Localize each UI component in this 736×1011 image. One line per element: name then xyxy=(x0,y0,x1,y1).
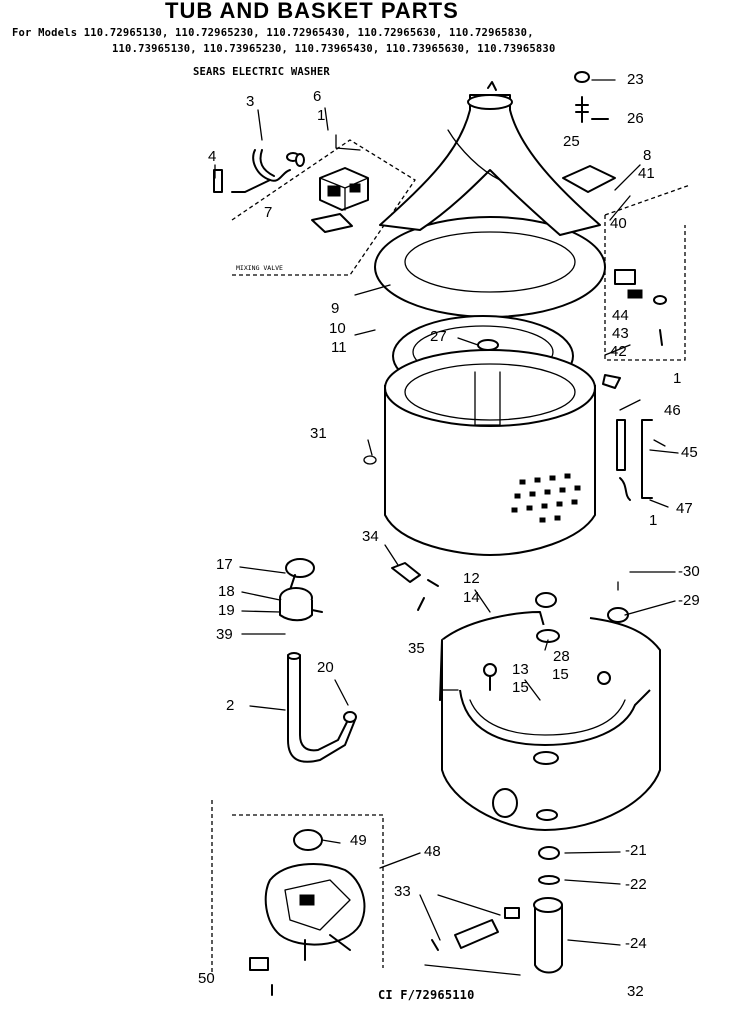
callout-15b: 15 xyxy=(552,666,569,683)
callout-32: 32 xyxy=(627,983,644,1000)
callout-40: 40 xyxy=(610,215,627,232)
callout-33: 33 xyxy=(394,883,411,900)
callout-22: -22 xyxy=(625,876,647,893)
callout-25: 25 xyxy=(563,133,580,150)
callout-1b: 1 xyxy=(673,370,682,387)
washer-basket xyxy=(439,581,661,831)
callout-2: 2 xyxy=(226,697,235,714)
callout-10: 10 xyxy=(329,320,346,337)
tub-cover xyxy=(374,81,606,318)
callout-42: 42 xyxy=(610,343,627,360)
callout-29: -29 xyxy=(678,592,700,609)
callout-46: 46 xyxy=(664,402,681,419)
motor-transmission-group xyxy=(211,800,384,996)
callout-15a: 15 xyxy=(512,679,529,696)
callout-35: 35 xyxy=(408,640,425,657)
callout-45: 45 xyxy=(681,444,698,461)
leader-lines xyxy=(214,79,679,976)
callout-20: 20 xyxy=(317,659,334,676)
outer-tub xyxy=(363,315,596,556)
callout-3: 3 xyxy=(246,93,255,110)
callout-19: 19 xyxy=(218,602,235,619)
callout-49: 49 xyxy=(350,832,367,849)
callout-26: 26 xyxy=(627,110,644,127)
callout-8: 8 xyxy=(643,147,652,164)
models-line-2: 110.73965130, 110.73965230, 110.73965430… xyxy=(112,43,556,55)
callout-14: 14 xyxy=(463,589,480,606)
callout-48: 48 xyxy=(424,843,441,860)
callout-6: 6 xyxy=(313,88,322,105)
callout-13: 13 xyxy=(512,661,529,678)
diagram-subtitle: SEARS ELECTRIC WASHER xyxy=(193,66,330,78)
callout-30: -30 xyxy=(678,563,700,580)
callout-47: 47 xyxy=(676,500,693,517)
small-parts-upper-right xyxy=(562,71,691,501)
callout-28: 28 xyxy=(553,648,570,665)
callout-17: 17 xyxy=(216,556,233,573)
callout-39: 39 xyxy=(216,626,233,643)
page-title: TUB AND BASKET PARTS xyxy=(165,0,459,23)
mixing-valve-label: MIXING VALVE xyxy=(236,264,283,272)
callout-7: 7 xyxy=(264,204,273,221)
callout-18: 18 xyxy=(218,583,235,600)
callout-9: 9 xyxy=(331,300,340,317)
callout-50: 50 xyxy=(198,970,215,987)
callout-21: -21 xyxy=(625,842,647,859)
footer-code: CI F/72965110 xyxy=(378,988,475,1002)
mixing-valve-group xyxy=(213,134,416,276)
models-line-1: For Models 110.72965130, 110.72965230, 1… xyxy=(12,27,534,39)
callout-12: 12 xyxy=(463,570,480,587)
callout-1c: 1 xyxy=(649,512,658,529)
callout-1a: 1 xyxy=(317,107,326,124)
callout-44: 44 xyxy=(612,307,629,324)
callout-34: 34 xyxy=(362,528,379,545)
callout-4: 4 xyxy=(208,148,217,165)
callout-43: 43 xyxy=(612,325,629,342)
callout-11: 11 xyxy=(331,339,347,356)
callout-24: -24 xyxy=(625,935,647,952)
callout-31: 31 xyxy=(310,425,327,442)
lower-shaft-parts xyxy=(431,846,563,974)
callout-41: 41 xyxy=(638,165,655,182)
pump-and-hose xyxy=(279,558,439,763)
callout-23: 23 xyxy=(627,71,644,88)
callout-27: 27 xyxy=(430,328,447,345)
